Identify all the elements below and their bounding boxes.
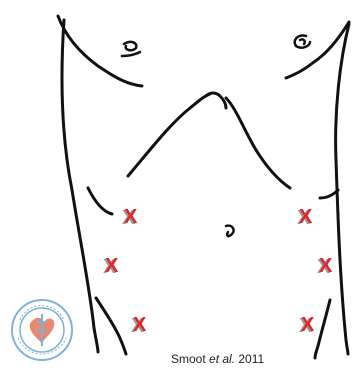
umbilicus-icon <box>226 226 234 237</box>
left-groin-line <box>96 298 126 354</box>
left-costal-margin <box>128 94 210 176</box>
citation-etal: et al. <box>209 352 235 366</box>
port-marker-right-upper: X <box>299 207 312 227</box>
figure-citation: Smoot et al. 2011 <box>171 352 264 366</box>
nipple-icon <box>295 36 310 48</box>
port-marker-right-middle: X <box>319 256 332 276</box>
right-groin-line <box>315 300 330 358</box>
citation-author: Smoot <box>171 352 209 366</box>
right-costal-margin <box>226 98 290 188</box>
port-marker-left-lower: X <box>133 315 146 335</box>
port-marker-right-lower: X <box>301 315 314 335</box>
chinese-medical-association-logo <box>10 298 74 362</box>
nipple-icon <box>122 42 140 56</box>
right-torso-outline <box>320 190 338 198</box>
left-torso-outline <box>88 188 112 214</box>
citation-year: 2011 <box>235 352 264 366</box>
port-marker-left-upper: X <box>124 207 137 227</box>
xiphoid-outline <box>206 93 226 108</box>
port-marker-left-middle: X <box>105 256 118 276</box>
